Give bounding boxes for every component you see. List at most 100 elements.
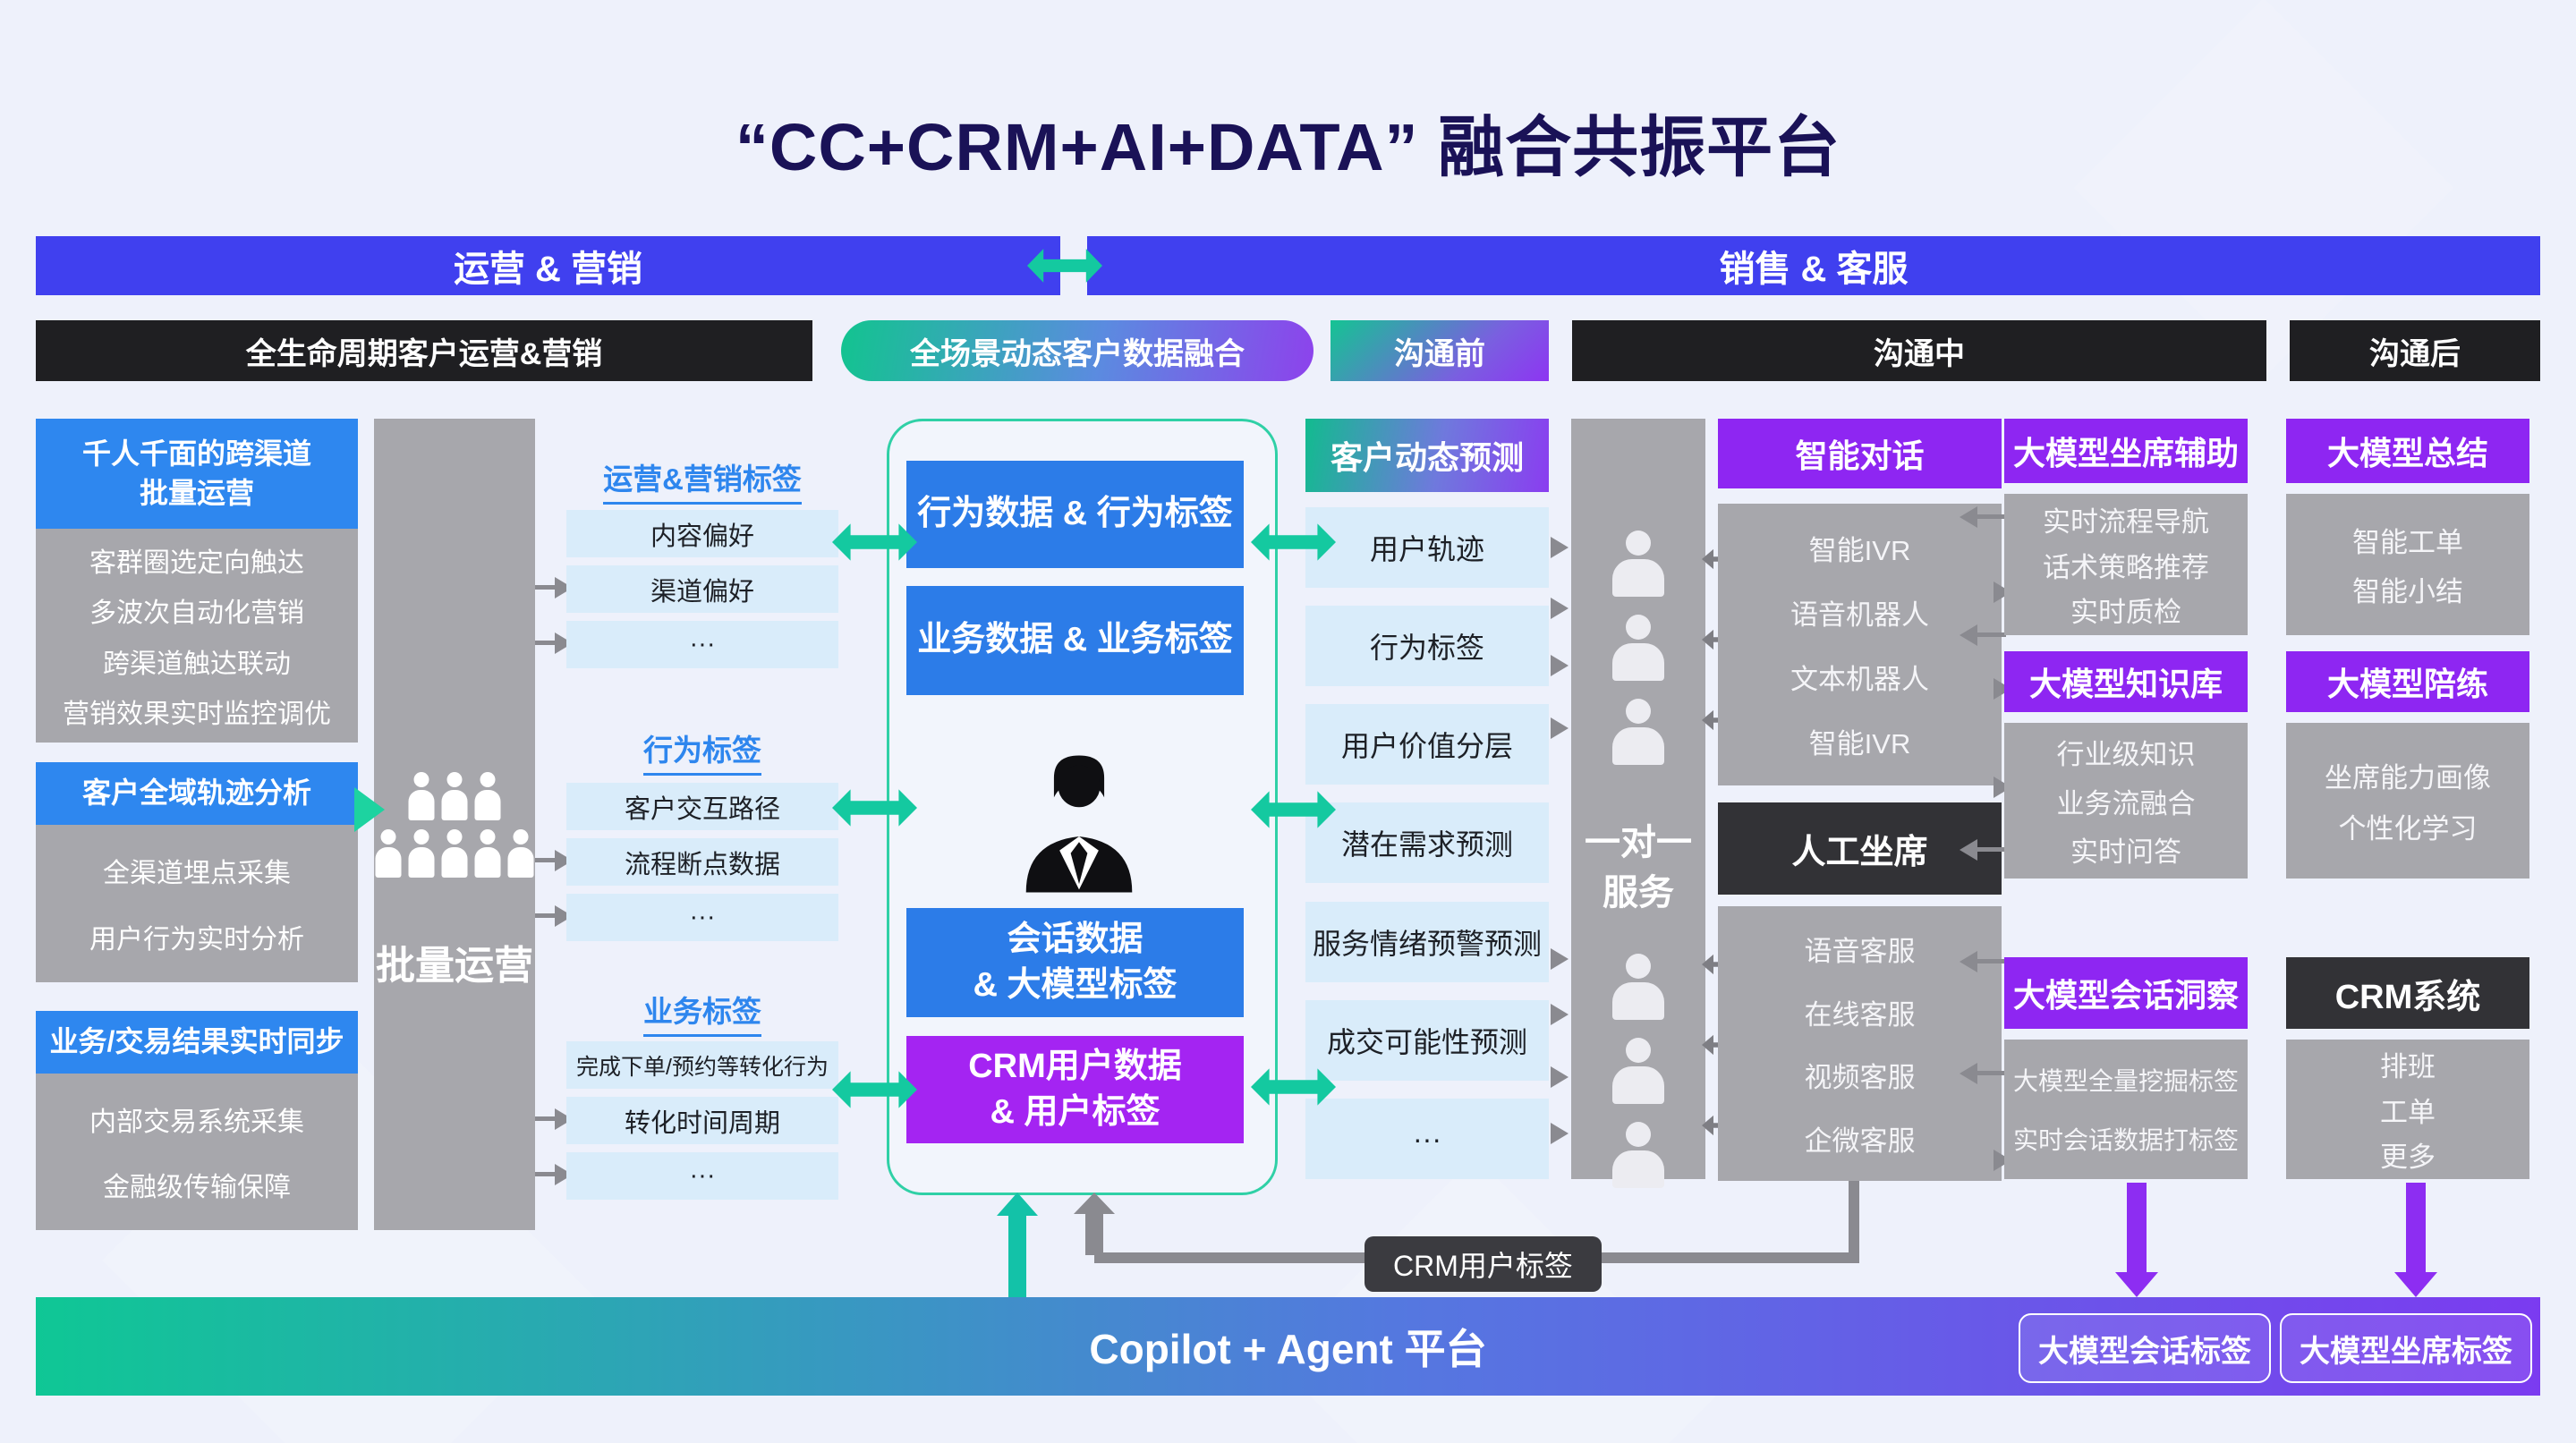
column-title: 大模型坐席辅助 bbox=[2012, 435, 2239, 471]
human-agent-item: 视频客服 bbox=[1804, 1062, 1916, 1094]
user-profile-icon bbox=[1604, 531, 1672, 600]
tag-row-label: 流程断点数据 bbox=[624, 850, 780, 879]
block-item: 营销效果实时监控调优 bbox=[63, 700, 331, 730]
llm-session-insight-header: 大模型会话洞察 bbox=[2004, 957, 2248, 1029]
prediction-row-label: 服务情绪预警预测 bbox=[1312, 928, 1542, 960]
prediction-row: ··· bbox=[1305, 1099, 1549, 1179]
teal-double-arrow-icon bbox=[1251, 521, 1336, 564]
column-item: 实时会话数据打标签 bbox=[2012, 1125, 2239, 1154]
column-item: 个性化学习 bbox=[2338, 813, 2478, 845]
human-agent-title: 人工坐席 bbox=[1791, 834, 1928, 871]
teal-double-arrow-icon bbox=[832, 786, 917, 829]
connector-arrow-icon bbox=[1960, 951, 1977, 972]
connector-line bbox=[535, 1116, 558, 1121]
panel-box-label: CRM用户数据 & 用户标签 bbox=[968, 1047, 1182, 1131]
column-item: 智能工单 bbox=[2352, 527, 2463, 559]
llm-session-insight-body: 大模型全量挖掘标签 实时会话数据打标签 bbox=[2004, 1040, 2248, 1179]
prediction-title: 客户动态预测 bbox=[1330, 439, 1524, 476]
column-item: 工单 bbox=[2380, 1096, 2436, 1128]
connector-arrow-icon bbox=[1551, 1004, 1569, 1025]
column-title: 大模型会话洞察 bbox=[2012, 977, 2239, 1014]
column-item: 更多 bbox=[2380, 1141, 2436, 1173]
block-item: 全渠道埋点采集 bbox=[103, 859, 291, 889]
one-to-one-service-column: 一对一 服务 bbox=[1571, 419, 1705, 1179]
crm-system-body: 排班 工单 更多 bbox=[2286, 1040, 2529, 1179]
tag-row-label: 内容偏好 bbox=[650, 522, 754, 551]
tag-row-label: ··· bbox=[689, 630, 716, 658]
stage-pill-label: 全场景动态客户数据融合 bbox=[910, 336, 1245, 371]
tag-row: 转化时间周期 bbox=[566, 1097, 838, 1144]
column-title: 大模型总结 bbox=[2326, 435, 2488, 471]
connector-line bbox=[1976, 847, 2006, 852]
tag-row: 完成下单/预约等转化行为 bbox=[566, 1041, 838, 1089]
connector-arrow-icon bbox=[1960, 1063, 1977, 1084]
tag-row-label: 客户交互路径 bbox=[624, 794, 780, 824]
stage-bar-label: 沟通中 bbox=[1874, 336, 1965, 371]
llm-coach-header: 大模型陪练 bbox=[2286, 651, 2529, 712]
prediction-row-label: 行为标签 bbox=[1369, 632, 1484, 664]
ai-dialog-item: 文本机器人 bbox=[1790, 664, 1929, 695]
human-agent-item: 语音客服 bbox=[1804, 936, 1916, 968]
connector-arrow-icon bbox=[1551, 537, 1569, 558]
prediction-header: 客户动态预测 bbox=[1305, 419, 1549, 492]
stage-bar-lifecycle: 全生命周期客户运营&营销 bbox=[36, 320, 812, 381]
connector-line bbox=[535, 858, 558, 862]
tag-row-label: 转化时间周期 bbox=[624, 1108, 780, 1138]
purple-down-arrow-icon bbox=[2394, 1183, 2437, 1297]
tag-group-business-header: 业务标签 bbox=[566, 990, 838, 1037]
platform-bar-label: Copilot + Agent 平台 bbox=[1089, 1326, 1487, 1372]
ai-dialog-header: 智能对话 bbox=[1718, 419, 2002, 488]
business-data-box: 业务数据 & 业务标签 bbox=[906, 586, 1244, 695]
stage-bar-label: 全生命周期客户运营&营销 bbox=[245, 336, 603, 371]
page-title: “CC+CRM+AI+DATA” 融合共振平台 bbox=[735, 110, 1841, 184]
connector-line bbox=[1976, 632, 2006, 637]
llm-coach-body: 坐席能力画像 个性化学习 bbox=[2286, 723, 2529, 879]
column-title: 大模型陪练 bbox=[2326, 666, 2488, 702]
panel-box-label: 会话数据 & 大模型标签 bbox=[973, 920, 1177, 1004]
ai-dialog-body: 智能IVR 语音机器人 文本机器人 智能IVR bbox=[1718, 504, 2002, 785]
teal-double-arrow-icon bbox=[1027, 246, 1102, 285]
llm-knowledge-base-body: 行业级知识 业务流融合 实时问答 bbox=[2004, 723, 2248, 879]
column-item: 实时质检 bbox=[2070, 597, 2181, 629]
tag-row-label: ··· bbox=[689, 903, 716, 931]
block-item: 内部交易系统采集 bbox=[89, 1108, 304, 1137]
column-item: 实时问答 bbox=[2070, 836, 2181, 869]
prediction-row: 潜在需求预测 bbox=[1305, 802, 1549, 883]
crm-system-header: CRM系统 bbox=[2286, 957, 2529, 1029]
column-item: 坐席能力画像 bbox=[2325, 762, 2491, 794]
connector-arrow-icon bbox=[1960, 506, 1977, 528]
teal-double-arrow-icon bbox=[1251, 788, 1336, 831]
connector-line bbox=[535, 1172, 558, 1176]
ai-dialog-item: 智能IVR bbox=[1808, 535, 1911, 566]
tag-row: ··· bbox=[566, 621, 838, 668]
ai-dialog-title: 智能对话 bbox=[1795, 437, 1925, 474]
tag-group-behavior-header: 行为标签 bbox=[566, 729, 838, 776]
block-header-label: 客户全域轨迹分析 bbox=[81, 777, 311, 810]
one-to-one-label: 一对一 服务 bbox=[1571, 818, 1705, 918]
column-item: 话术策略推荐 bbox=[2043, 551, 2209, 583]
tag-group-title: 业务标签 bbox=[643, 988, 761, 1037]
column-item: 行业级知识 bbox=[2056, 738, 2196, 770]
user-profile-icon bbox=[1604, 699, 1672, 768]
connector-arrow-icon bbox=[1551, 598, 1569, 619]
llm-knowledge-base-header: 大模型知识库 bbox=[2004, 651, 2248, 712]
tag-row-label: ··· bbox=[689, 1161, 716, 1190]
gray-up-arrow-icon bbox=[1074, 1193, 1115, 1255]
stage-bar-pre-communication: 沟通前 bbox=[1331, 320, 1549, 381]
connector-line bbox=[1849, 1181, 1859, 1263]
user-profile-icon bbox=[1604, 954, 1672, 1023]
connector-arrow-icon bbox=[1551, 1066, 1569, 1088]
prediction-row: 用户轨迹 bbox=[1305, 507, 1549, 588]
tag-row: ··· bbox=[566, 1152, 838, 1200]
connector-line bbox=[535, 641, 558, 645]
block-cross-channel-ops-body: 客群圈选定向触达 多波次自动化营销 跨渠道触达联动 营销效果实时监控调优 bbox=[36, 529, 358, 743]
block-item: 客群圈选定向触达 bbox=[89, 547, 304, 578]
user-profile-icon bbox=[1604, 615, 1672, 684]
teal-double-arrow-icon bbox=[1251, 1065, 1336, 1108]
purple-down-arrow-icon bbox=[2115, 1183, 2158, 1297]
connector-line bbox=[535, 585, 558, 590]
prediction-row: 用户价值分层 bbox=[1305, 704, 1549, 785]
human-agent-header: 人工坐席 bbox=[1718, 802, 2002, 895]
batch-operations-label: 批量运营 bbox=[374, 933, 535, 990]
tag-group-title: 行为标签 bbox=[643, 726, 761, 776]
